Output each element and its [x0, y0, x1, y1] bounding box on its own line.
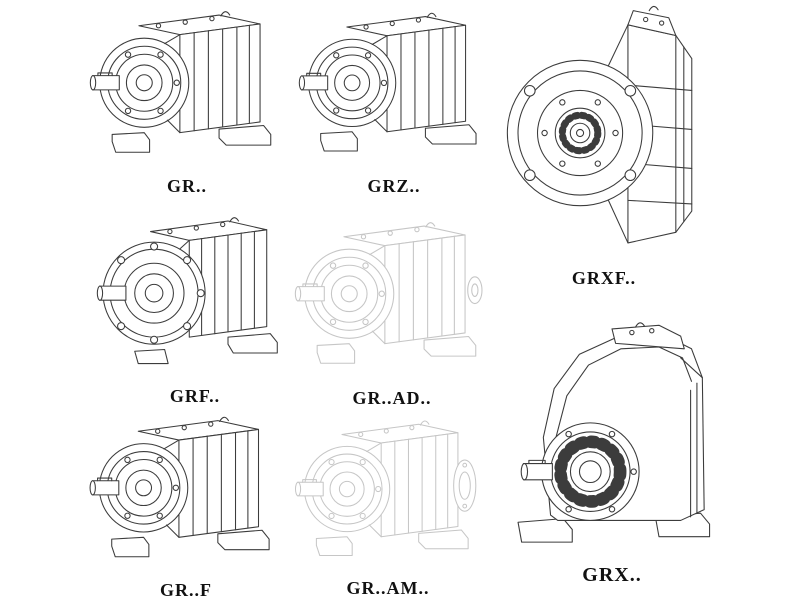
gearbox-drawing-grad	[294, 214, 483, 386]
product-cell-grf: GRF..	[96, 212, 294, 407]
product-cell-grad: GR..AD..	[294, 214, 490, 409]
product-label-grad: GR..AD..	[352, 388, 432, 408]
product-cell-gr: GR..	[88, 4, 286, 197]
product-label-grf: GRF..	[169, 386, 221, 406]
product-cell-grxf: GRXF..	[492, 0, 716, 289]
product-cell-grff: GR..F	[86, 410, 286, 601]
gearbox-drawing-gram	[292, 414, 477, 576]
product-label-grz: GRZ..	[367, 176, 421, 196]
gearbox-drawing-grx	[500, 300, 724, 562]
product-label-grxf: GRXF..	[571, 268, 637, 288]
product-label-gr: GR..	[167, 176, 207, 196]
gearbox-drawing-grz	[298, 4, 490, 174]
product-cell-gram: GR..AM..	[292, 414, 484, 599]
gearbox-drawing-grxf	[498, 0, 710, 266]
product-label-grx: GRX..	[582, 564, 642, 586]
product-label-gram: GR..AM..	[346, 578, 430, 598]
gearbox-drawing-grff	[88, 410, 284, 578]
gearbox-drawing-grf	[96, 212, 294, 384]
product-cell-grx: GRX..	[496, 300, 728, 587]
product-label-grff: GR..F	[160, 580, 212, 600]
product-cell-grz: GRZ..	[298, 4, 490, 197]
gearbox-drawing-gr	[89, 4, 285, 174]
